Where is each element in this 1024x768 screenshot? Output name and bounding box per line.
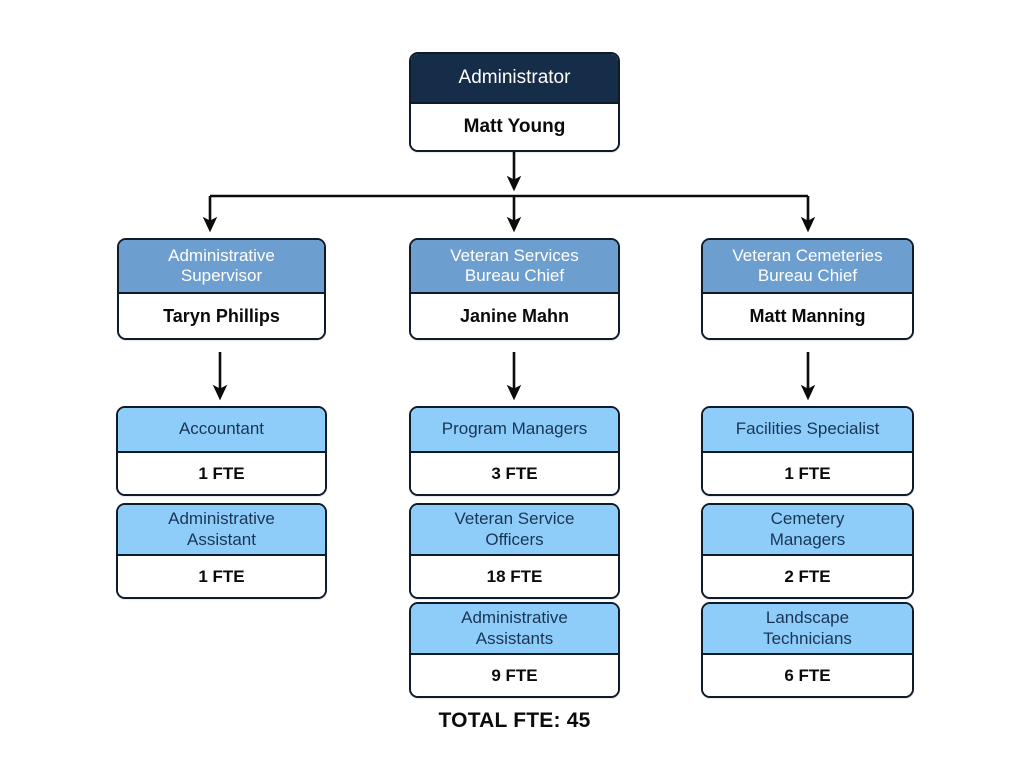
node-title: Administrative Supervisor bbox=[119, 240, 324, 294]
node-landscape-technicians[interactable]: Landscape Technicians 6 FTE bbox=[701, 602, 914, 698]
node-title-line-2: Bureau Chief bbox=[757, 266, 858, 285]
node-person-name: Matt Manning bbox=[703, 294, 912, 338]
node-cemetery-managers[interactable]: Cemetery Managers 2 FTE bbox=[701, 503, 914, 599]
node-title-line-2: Managers bbox=[769, 529, 846, 549]
node-title: Administrator bbox=[411, 54, 618, 104]
node-administrator[interactable]: Administrator Matt Young bbox=[409, 52, 620, 152]
node-fte: 6 FTE bbox=[703, 655, 912, 696]
node-veteran-service-officers[interactable]: Veteran Service Officers 18 FTE bbox=[409, 503, 620, 599]
node-title: Facilities Specialist bbox=[703, 408, 912, 453]
node-person-name: Matt Young bbox=[411, 104, 618, 150]
node-title: Landscape Technicians bbox=[703, 604, 912, 655]
node-title: Program Managers bbox=[411, 408, 618, 453]
node-fte: 3 FTE bbox=[411, 453, 618, 494]
node-fte: 2 FTE bbox=[703, 556, 912, 597]
node-administrative-assistants[interactable]: Administrative Assistants 9 FTE bbox=[409, 602, 620, 698]
node-fte: 1 FTE bbox=[703, 453, 912, 494]
node-veteran-cemeteries-bureau-chief[interactable]: Veteran Cemeteries Bureau Chief Matt Man… bbox=[701, 238, 914, 340]
node-title: Veteran Service Officers bbox=[411, 505, 618, 556]
node-title-line-1: Veteran Service bbox=[454, 509, 575, 529]
node-title-line-2: Bureau Chief bbox=[464, 266, 565, 285]
node-title-line-2: Assistants bbox=[475, 628, 554, 648]
node-title-line-2: Supervisor bbox=[180, 266, 263, 285]
node-title: Cemetery Managers bbox=[703, 505, 912, 556]
node-program-managers[interactable]: Program Managers 3 FTE bbox=[409, 406, 620, 496]
node-administrative-supervisor[interactable]: Administrative Supervisor Taryn Phillips bbox=[117, 238, 326, 340]
node-person-name: Janine Mahn bbox=[411, 294, 618, 338]
node-veteran-services-bureau-chief[interactable]: Veteran Services Bureau Chief Janine Mah… bbox=[409, 238, 620, 340]
node-title: Administrative Assistants bbox=[411, 604, 618, 655]
node-fte: 18 FTE bbox=[411, 556, 618, 597]
node-fte: 9 FTE bbox=[411, 655, 618, 696]
node-title-line-1: Veteran Cemeteries bbox=[732, 245, 883, 265]
node-fte: 1 FTE bbox=[118, 453, 325, 494]
node-title: Accountant bbox=[118, 408, 325, 453]
node-title-line-2: Assistant bbox=[187, 529, 256, 549]
node-title-line-1: Administrative bbox=[461, 608, 568, 628]
node-title-line-1: Landscape bbox=[765, 608, 850, 628]
total-fte-label: TOTAL FTE: 45 bbox=[438, 709, 591, 732]
node-accountant[interactable]: Accountant 1 FTE bbox=[116, 406, 327, 496]
node-person-name: Taryn Phillips bbox=[119, 294, 324, 338]
node-title: Administrative Assistant bbox=[118, 505, 325, 556]
node-facilities-specialist[interactable]: Facilities Specialist 1 FTE bbox=[701, 406, 914, 496]
node-title-line-1: Administrative bbox=[168, 245, 275, 265]
node-title: Veteran Services Bureau Chief bbox=[411, 240, 618, 294]
node-title-line-2: Technicians bbox=[763, 628, 852, 648]
node-title-line-1: Administrative bbox=[168, 509, 275, 529]
node-title-line-2: Officers bbox=[485, 529, 544, 549]
node-title: Veteran Cemeteries Bureau Chief bbox=[703, 240, 912, 294]
node-title-line-1: Cemetery bbox=[770, 509, 845, 529]
node-title-line-1: Veteran Services bbox=[450, 245, 579, 265]
node-fte: 1 FTE bbox=[118, 556, 325, 597]
node-administrative-assistant[interactable]: Administrative Assistant 1 FTE bbox=[116, 503, 327, 599]
